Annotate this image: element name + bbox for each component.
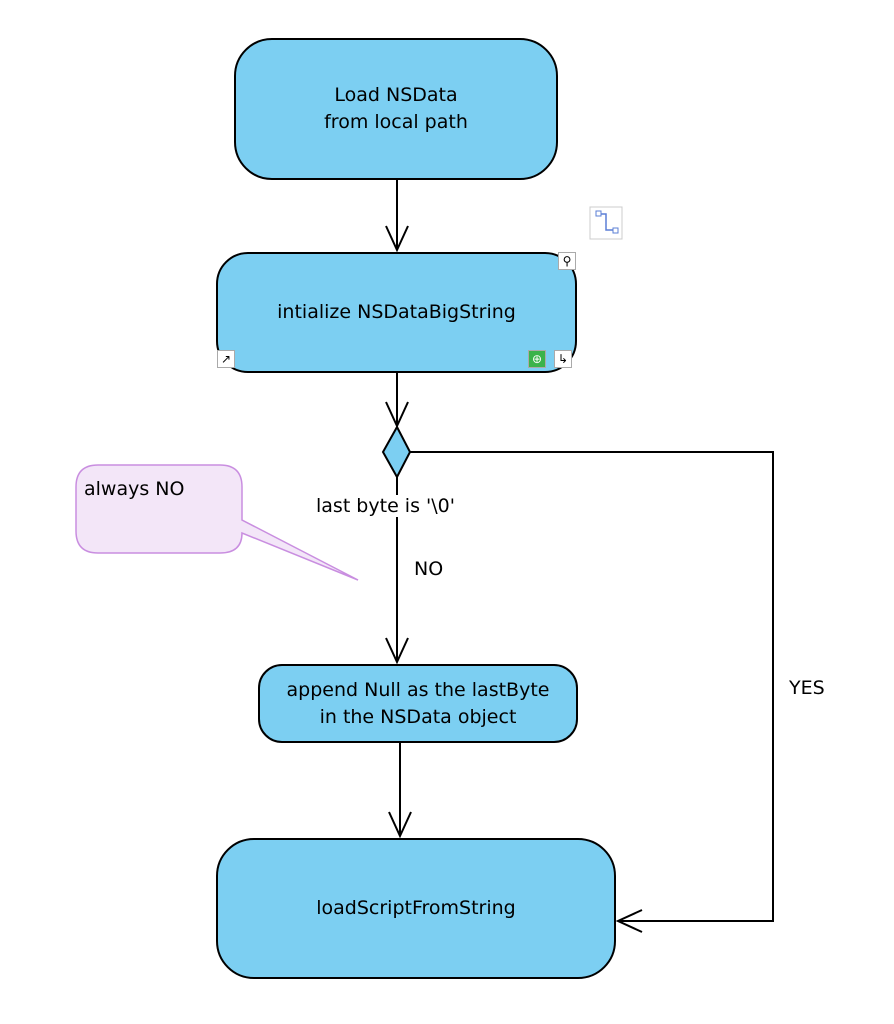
note-text: always NO [84,478,185,500]
action-label: append Null as the lastByte in the NSDat… [286,678,550,728]
edge-decision-script-yes [410,451,774,922]
connector-icon[interactable] [589,206,623,240]
arrowhead [615,909,643,933]
arrowhead [385,637,409,665]
zoom-icon[interactable]: ⚲ [558,252,576,270]
action-label: intialize NSDataBigString [277,301,516,323]
edge-label-yes: YES [785,677,829,699]
arrowhead [385,225,409,253]
arrowhead [388,811,412,839]
note-callout [75,464,359,581]
transition-icon[interactable]: ↳ [554,350,572,368]
decision-label: last byte is '\0' [312,495,459,517]
action-append-null[interactable]: append Null as the lastByte in the NSDat… [258,664,578,743]
action-load-nsdata[interactable]: Load NSData from local path [234,38,558,180]
edge-label-no: NO [410,558,448,580]
decision-diamond[interactable] [381,424,412,480]
action-load-script[interactable]: loadScriptFromString [216,838,616,979]
shortcut-arrow-icon[interactable]: ↗ [217,350,235,368]
action-label: Load NSData from local path [324,84,468,133]
target-icon[interactable]: ⊕ [528,350,546,368]
action-initialize-bigstring[interactable]: intialize NSDataBigString [216,252,577,373]
action-label: loadScriptFromString [316,897,516,919]
